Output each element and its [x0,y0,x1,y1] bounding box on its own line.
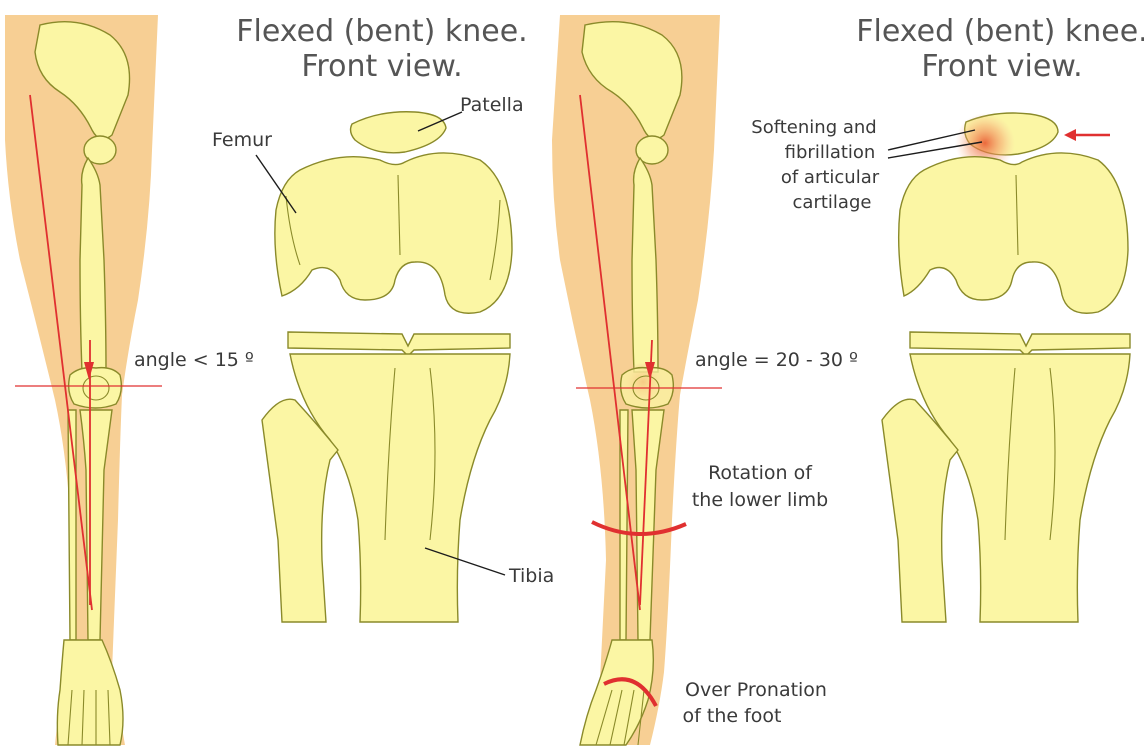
femur-label: Femur [212,129,272,151]
right-title-line1: Flexed (bent) knee. [856,14,1144,49]
cartilage-label-line2: fibrillation [785,142,876,163]
right-title-line2: Front view. [921,49,1082,84]
rotation-label-line1: Rotation of [708,462,813,484]
cartilage-label-line4: cartilage [793,192,872,213]
rotation-label-line2: the lower limb [692,489,828,511]
left-angle-label: angle < 15 º [134,349,254,371]
cartilage-label-line3: of articular [781,167,880,188]
left-knee-detail: Flexed (bent) knee. Front view. Patella … [134,14,554,622]
left-meniscus [288,332,510,356]
right-leg [552,15,722,745]
pronation-label-line1: Over Pronation [685,679,827,701]
cartilage-arrowhead [1064,129,1076,141]
cartilage-label-line1: Softening and [751,117,876,138]
pronation-label-line2: of the foot [683,705,782,727]
right-knee-detail: Flexed (bent) knee. Front view. Softenin… [683,14,1144,727]
left-foot [57,640,123,745]
left-femur-condyles [275,153,512,313]
left-title-line2: Front view. [301,49,462,84]
tibia-label: Tibia [508,565,554,587]
right-femur-condyles [899,153,1128,313]
left-leg [5,15,162,745]
left-patella [351,112,446,153]
patella-label: Patella [460,94,524,116]
left-knee-joint [69,368,122,408]
left-title-line1: Flexed (bent) knee. [236,14,527,49]
right-angle-label: angle = 20 - 30 º [695,349,858,371]
right-meniscus [910,332,1130,356]
